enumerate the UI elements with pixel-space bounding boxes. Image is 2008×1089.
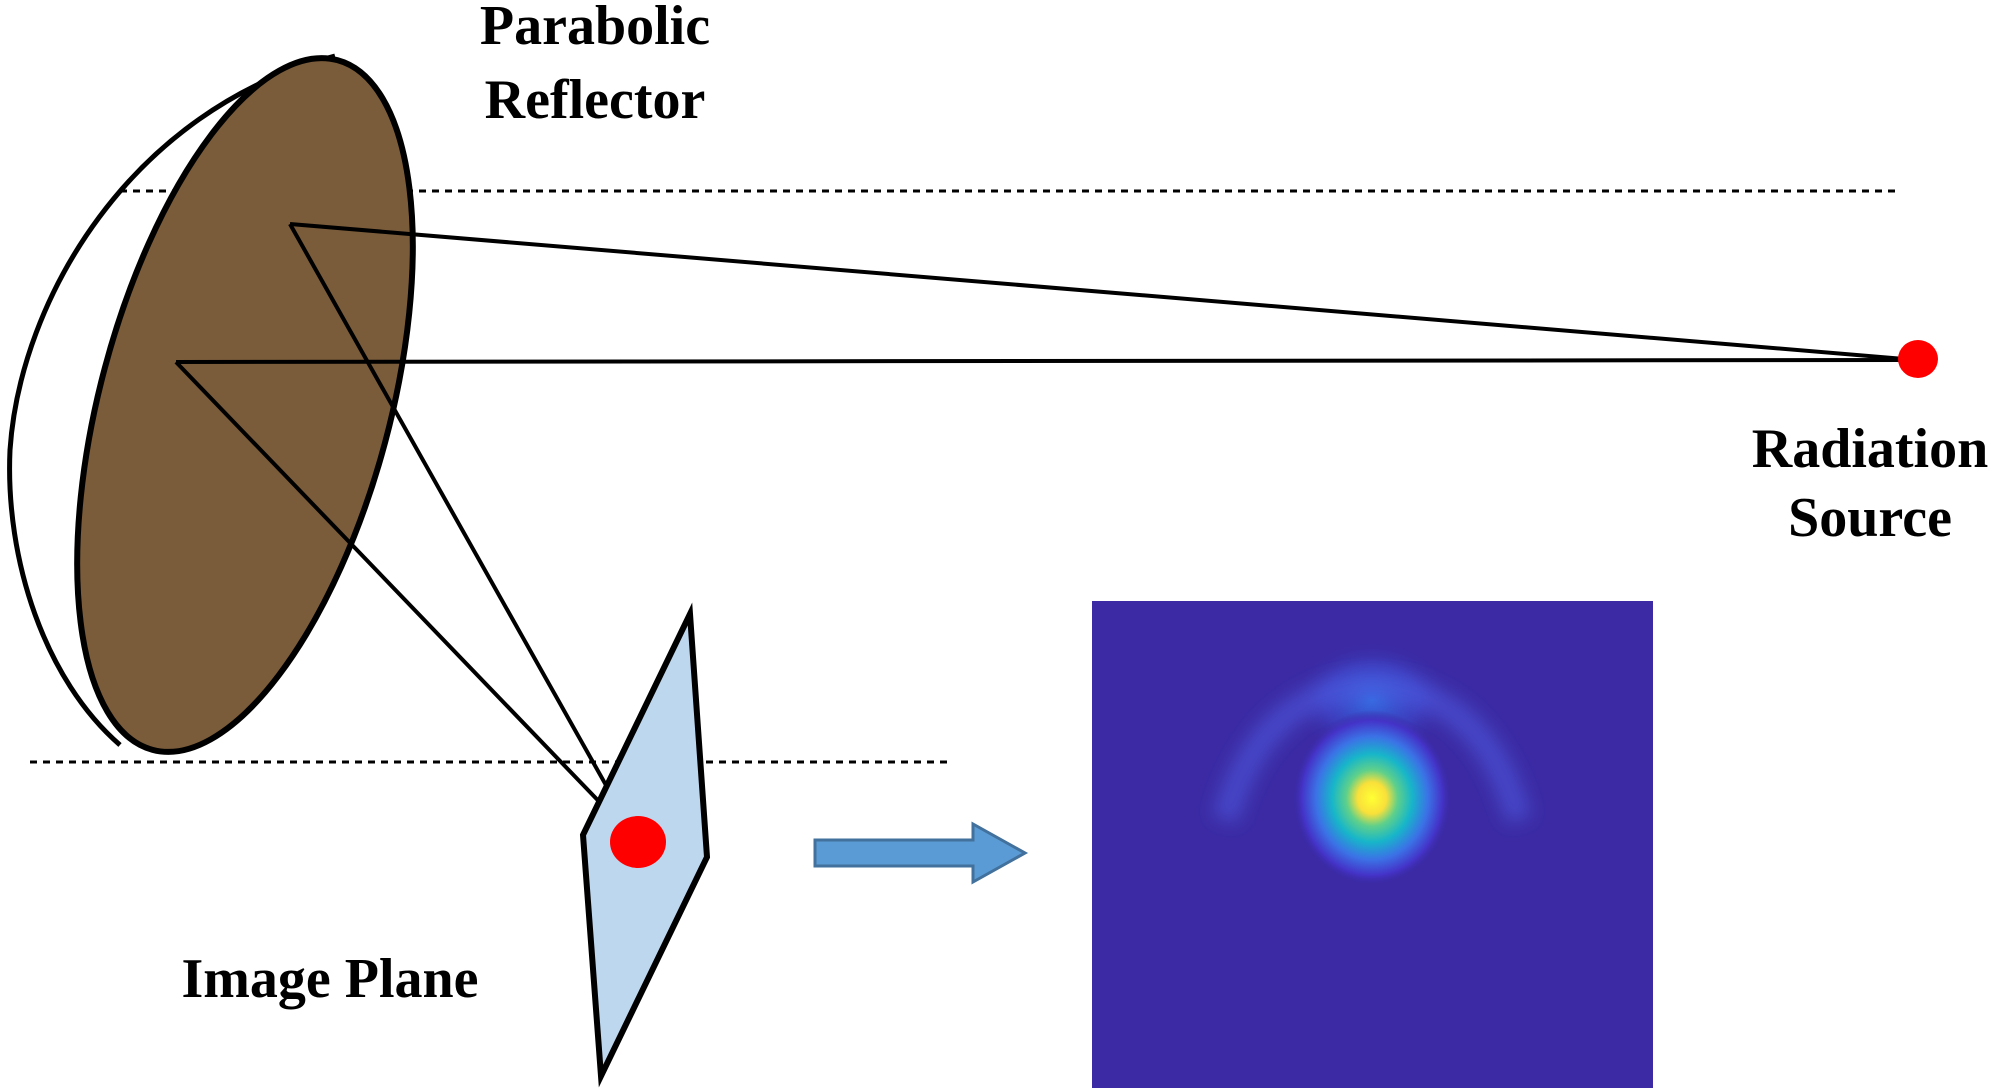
- reflector-label-line1: Parabolic: [480, 0, 710, 57]
- heatmap-side-ring: [1212, 671, 1532, 824]
- intensity-heatmap: [1092, 601, 1653, 1088]
- ray-middle-to-focus: [174, 360, 640, 844]
- focus-point-dot: [610, 816, 666, 868]
- heatmap-bright-spot: [1292, 710, 1452, 886]
- ray-upper-to-source: [289, 222, 1918, 362]
- reflector-label-line2: Reflector: [485, 69, 706, 131]
- reflector-dish: [74, 55, 416, 755]
- ray-middle-to-source: [175, 358, 1918, 364]
- ray-upper-to-focus: [288, 223, 640, 843]
- source-label-line1: Radiation: [1752, 418, 1989, 480]
- parabolic-reflector: [7, 53, 416, 755]
- reflector-back-rim: [7, 53, 336, 747]
- ray-lines: [174, 222, 1918, 844]
- image-plane-label: Image Plane: [181, 948, 478, 1010]
- radiation-source-dot: [1898, 340, 1938, 378]
- right-arrow-icon: [813, 821, 1029, 885]
- source-label-line2: Source: [1788, 487, 1952, 549]
